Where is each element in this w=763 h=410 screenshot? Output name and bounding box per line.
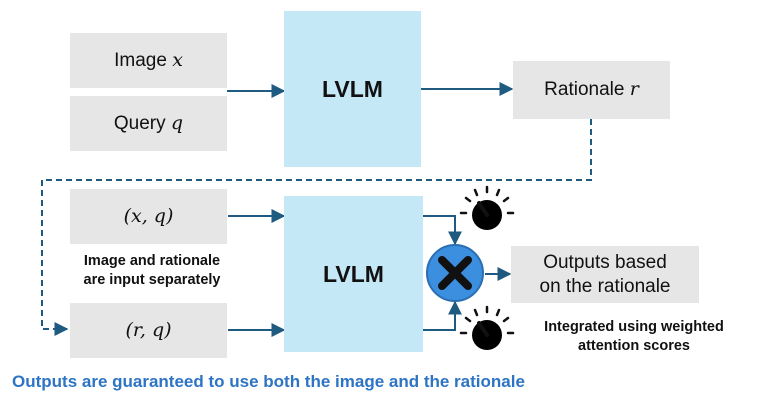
outputs-line2: on the rationale xyxy=(539,275,671,297)
query-input-label: Query xyxy=(113,112,171,134)
diagram-caption: Outputs are guaranteed to use both the i… xyxy=(12,372,525,391)
lvlm-top-label: LVLM xyxy=(322,75,383,102)
image-input-box: Image x xyxy=(70,33,227,88)
lvlm-bottom-box: LVLM xyxy=(284,196,423,352)
xq-label: (x, q) xyxy=(123,204,174,227)
image-variable: x xyxy=(172,48,183,71)
query-input-box: Query q xyxy=(70,96,227,151)
dial-knob-icon xyxy=(459,305,515,350)
rationale-label: Rationale xyxy=(544,79,630,101)
lvlm-bottom-label: LVLM xyxy=(323,260,384,287)
note-input-separately-line2: are input separately xyxy=(83,271,221,288)
rationale-variable: r xyxy=(629,78,639,101)
image-input-label: Image xyxy=(114,49,173,71)
dial-knob-icon xyxy=(459,185,515,230)
query-variable: q xyxy=(170,111,184,134)
note-input-separately: Image and rationale are input separately xyxy=(52,252,252,290)
outputs-box: Outputs based on the rationale xyxy=(511,246,699,303)
rationale-output-box: Rationale r xyxy=(513,61,670,119)
arrow-lvlm-top-to-combine xyxy=(423,215,462,246)
xq-input-box: (x, q) xyxy=(70,189,227,244)
lvlm-top-box: LVLM xyxy=(284,11,421,167)
outputs-line1: Outputs based xyxy=(543,251,667,273)
note-weighted-line1: Integrated using weighted xyxy=(544,319,724,335)
multiply-icon xyxy=(426,244,484,302)
arrow-lvlm-bottom-to-combine xyxy=(423,300,462,331)
dashed-rationale-feedback xyxy=(41,119,592,336)
rq-input-box: (r, q) xyxy=(70,303,227,358)
note-input-separately-line1: Image and rationale xyxy=(83,253,221,269)
note-weighted-line2: attention scores xyxy=(578,337,690,354)
note-weighted-attention: Integrated using weighted attention scor… xyxy=(512,318,756,356)
rq-label: (r, q) xyxy=(125,318,172,341)
